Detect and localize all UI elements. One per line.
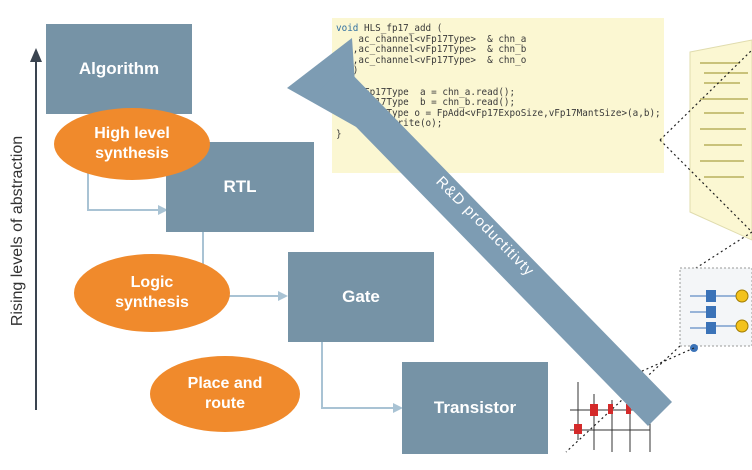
code-page-thumbnail bbox=[689, 39, 752, 241]
projection-line-top bbox=[659, 49, 752, 141]
code-signature: HLS_fp17_add ( bbox=[358, 23, 443, 34]
code-page-thumbnail-lines bbox=[700, 62, 748, 178]
connector-arrowhead-transistor bbox=[393, 403, 403, 413]
transistor-schematic-parts bbox=[574, 404, 631, 434]
connector-gate-transistor bbox=[321, 342, 393, 409]
connector-arrowhead-gate bbox=[278, 291, 288, 301]
level-algorithm: Algorithm bbox=[46, 24, 192, 114]
code-line: } bbox=[336, 128, 342, 140]
step-place-and-route: Place and route bbox=[150, 356, 300, 432]
gate-schematic-parts bbox=[690, 289, 749, 352]
step-logic-synthesis: Logic synthesis bbox=[74, 254, 230, 332]
step-high-level-synthesis: High level synthesis bbox=[54, 108, 210, 180]
code-line: ac_channel<vFp17Type> & chn_a bbox=[336, 33, 527, 45]
level-gate: Gate bbox=[288, 252, 434, 342]
code-line: ) bbox=[336, 66, 664, 77]
code-line: ,ac_channel<vFp17Type> & chn_b bbox=[336, 44, 527, 56]
projection-line-gate-lower bbox=[565, 345, 681, 453]
connector-algorithm-rtl bbox=[87, 168, 158, 211]
code-line: vFp17Type a = chn_a.read(); bbox=[336, 86, 516, 98]
projection-line-gate bbox=[639, 347, 695, 373]
rd-productivity-arrow bbox=[287, 38, 672, 426]
code-line: ,ac_channel<vFp17Type> & chn_o bbox=[336, 54, 527, 66]
projection-line-mid bbox=[695, 231, 752, 269]
projection-line-bottom bbox=[659, 139, 752, 233]
code-line-1: void HLS_fp17_add ( bbox=[336, 23, 664, 35]
code-line: vFp17Type b = chn_b.read(); bbox=[336, 97, 516, 109]
abstraction-axis-arrowhead bbox=[30, 48, 42, 62]
code-keyword: void bbox=[336, 23, 359, 34]
connector-arrowhead-rtl bbox=[158, 205, 168, 215]
hls-code-snippet: void HLS_fp17_add ( ac_channel<vFp17Type… bbox=[332, 18, 664, 173]
rd-arrow-shaft bbox=[320, 66, 672, 426]
level-transistor: Transistor bbox=[402, 362, 548, 454]
